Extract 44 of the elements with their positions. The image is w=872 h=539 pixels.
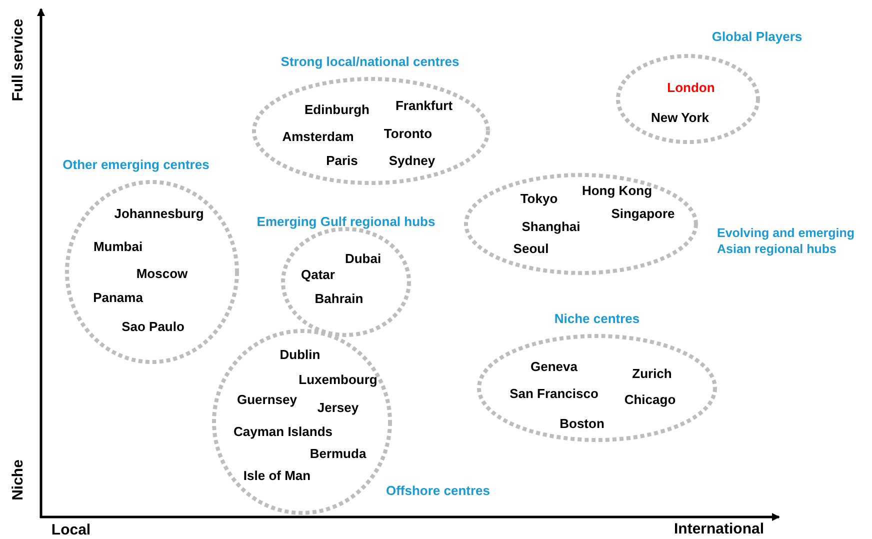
city-label: New York: [650, 110, 710, 126]
city-label: Geneva: [530, 359, 578, 375]
city-label: Toronto: [384, 126, 432, 142]
city-label: Dublin: [280, 347, 320, 363]
city-label: Edinburgh: [304, 102, 370, 118]
city-label: Shanghai: [522, 219, 580, 235]
city-label: Bermuda: [310, 446, 366, 462]
city-label: Seoul: [513, 241, 549, 257]
group-heading: Emerging Gulf regional hubs: [256, 214, 436, 230]
city-label: Singapore: [611, 206, 675, 222]
group-heading: Strong local/national centres: [280, 54, 460, 70]
group-heading: Evolving and emerging Asian regional hubs: [717, 225, 856, 257]
axis-label: Full service: [10, 18, 26, 102]
city-label: Isle of Man: [243, 468, 311, 484]
city-label: Moscow: [136, 266, 188, 282]
city-label: Hong Kong: [582, 183, 652, 199]
city-label: Guernsey: [237, 392, 297, 408]
city-label: Chicago: [624, 392, 676, 408]
city-label: Paris: [326, 153, 358, 169]
axis-label: Local: [51, 522, 91, 538]
city-label: Bahrain: [314, 291, 364, 307]
city-label: Tokyo: [520, 191, 558, 207]
group-heading: Other emerging centres: [62, 157, 210, 173]
group-heading: Global Players: [712, 29, 802, 45]
city-label: Mumbai: [93, 239, 143, 255]
axis-label: Niche: [10, 460, 26, 500]
group-heading: Niche centres: [554, 311, 640, 327]
city-label: San Francisco: [510, 386, 598, 402]
city-label: Sydney: [388, 153, 436, 169]
group-heading: Offshore centres: [386, 483, 490, 499]
city-label: Luxembourg: [298, 372, 378, 388]
city-label: Zurich: [632, 366, 672, 382]
city-label: London: [667, 80, 715, 96]
city-label: Jersey: [317, 400, 359, 416]
city-label: Boston: [560, 416, 604, 432]
city-label: Panama: [93, 290, 143, 306]
city-label: Amsterdam: [282, 129, 354, 145]
city-label: Dubai: [344, 251, 382, 267]
city-label: Johannesburg: [114, 206, 204, 222]
axis-label: International: [674, 520, 764, 538]
city-label: Sao Paulo: [122, 319, 184, 335]
city-label: Cayman Islands: [234, 424, 332, 440]
city-label: Qatar: [301, 267, 335, 283]
city-label: Frankfurt: [395, 98, 453, 114]
